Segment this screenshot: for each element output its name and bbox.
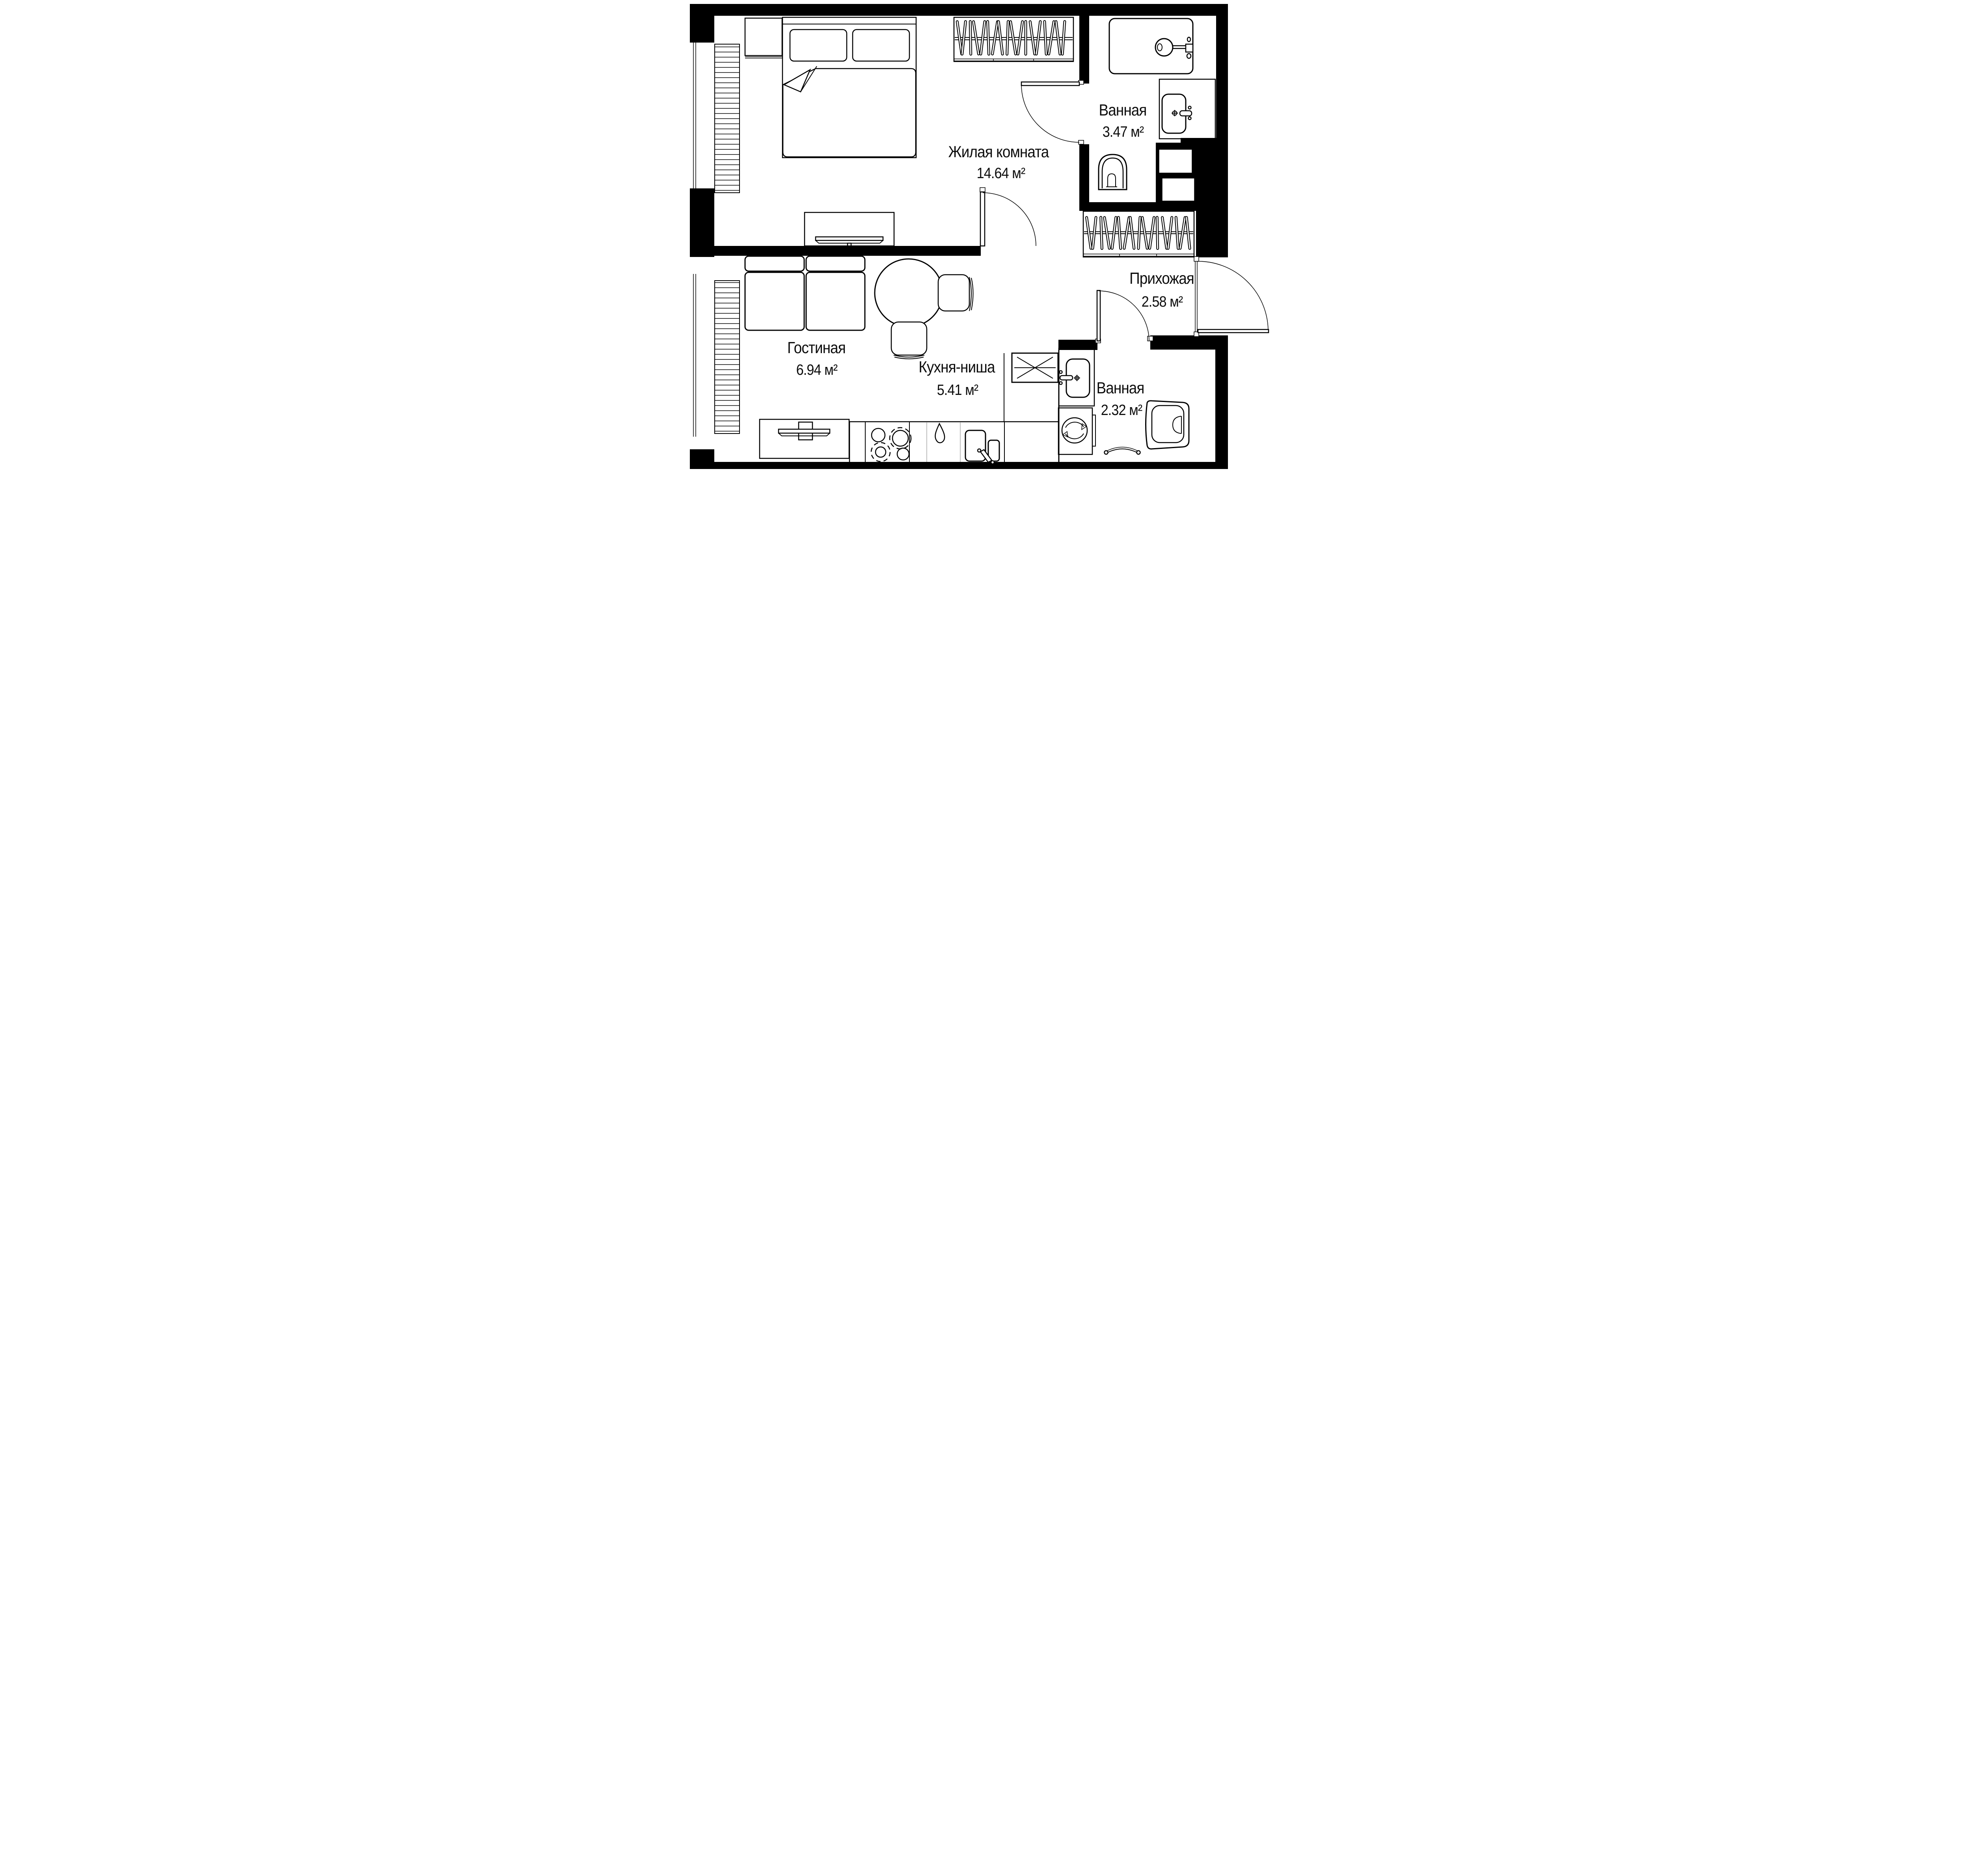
toilet-top <box>1098 154 1127 190</box>
toilet-bottom <box>1145 400 1190 450</box>
round-table <box>874 258 943 328</box>
room-area: 2.32 м² <box>1101 401 1142 418</box>
door-living-to-hallway <box>980 187 1036 247</box>
radiator-icon <box>714 44 740 193</box>
tv-icon <box>815 236 884 247</box>
pillow-icon <box>852 29 910 62</box>
room-label: Кухня-ниша <box>918 358 995 376</box>
sideboard-tv <box>759 419 850 459</box>
faucet-cross-icon <box>1172 106 1192 120</box>
water-drop-icon <box>935 422 945 443</box>
faucet-cross-icon <box>1059 370 1080 385</box>
washbasin-bottom <box>1058 348 1095 407</box>
room-area: 2.58 м² <box>1142 293 1183 310</box>
pillow-icon <box>789 29 848 62</box>
tv-unit-bedroom <box>804 212 895 247</box>
storage-shelves <box>1159 149 1195 201</box>
hob-icon <box>870 427 912 462</box>
entrance-door <box>1194 256 1269 337</box>
bath-mat-icon <box>1104 447 1141 455</box>
walls <box>690 4 1228 469</box>
room-area: 3.47 м² <box>1103 123 1144 140</box>
radiator-icon <box>714 280 740 434</box>
floor-plan-page: Жилая комната 14.64 м² Ванная 3.47 м² Пр… <box>690 0 1281 469</box>
bed <box>782 17 917 158</box>
window-bottom <box>693 274 740 437</box>
washing-machine <box>1058 407 1096 455</box>
drum-icon <box>1061 417 1088 444</box>
chair-bottom <box>890 321 928 359</box>
sofa <box>744 255 866 331</box>
room-area: 6.94 м² <box>796 361 838 378</box>
kitchen-sink-icon <box>965 430 1000 465</box>
washbasin-top <box>1159 78 1216 140</box>
room-label: Прихожая <box>1129 270 1194 287</box>
vent-shaft <box>1011 352 1059 383</box>
tv-icon <box>778 421 831 441</box>
room-label: Ванная <box>1097 379 1144 397</box>
room-area: 14.64 м² <box>977 164 1026 181</box>
floor-plan: Жилая комната 14.64 м² Ванная 3.47 м² Пр… <box>690 0 1281 469</box>
room-label: Ванная <box>1099 101 1147 119</box>
shower-head-icon <box>1155 38 1174 57</box>
room-area: 5.41 м² <box>937 381 978 398</box>
flush-icon <box>1172 416 1182 434</box>
nightstand <box>744 17 783 59</box>
kitchen-counter <box>849 421 1058 462</box>
wardrobe-top <box>953 17 1074 62</box>
shower <box>1108 18 1194 74</box>
room-label: Гостиная <box>787 339 846 357</box>
wardrobe-corridor <box>1082 210 1195 258</box>
blanket <box>782 68 917 158</box>
flush-icon <box>1107 173 1116 187</box>
blanket-fold-icon <box>783 69 811 93</box>
room-labels: Жилая комната 14.64 м² Ванная 3.47 м² Пр… <box>787 101 1194 418</box>
window-top <box>693 43 740 193</box>
door-living-to-bathroom <box>1021 80 1084 145</box>
door-bathroom-bottom <box>1095 290 1153 343</box>
chair-right <box>937 274 974 312</box>
room-label: Жилая комната <box>948 143 1049 161</box>
